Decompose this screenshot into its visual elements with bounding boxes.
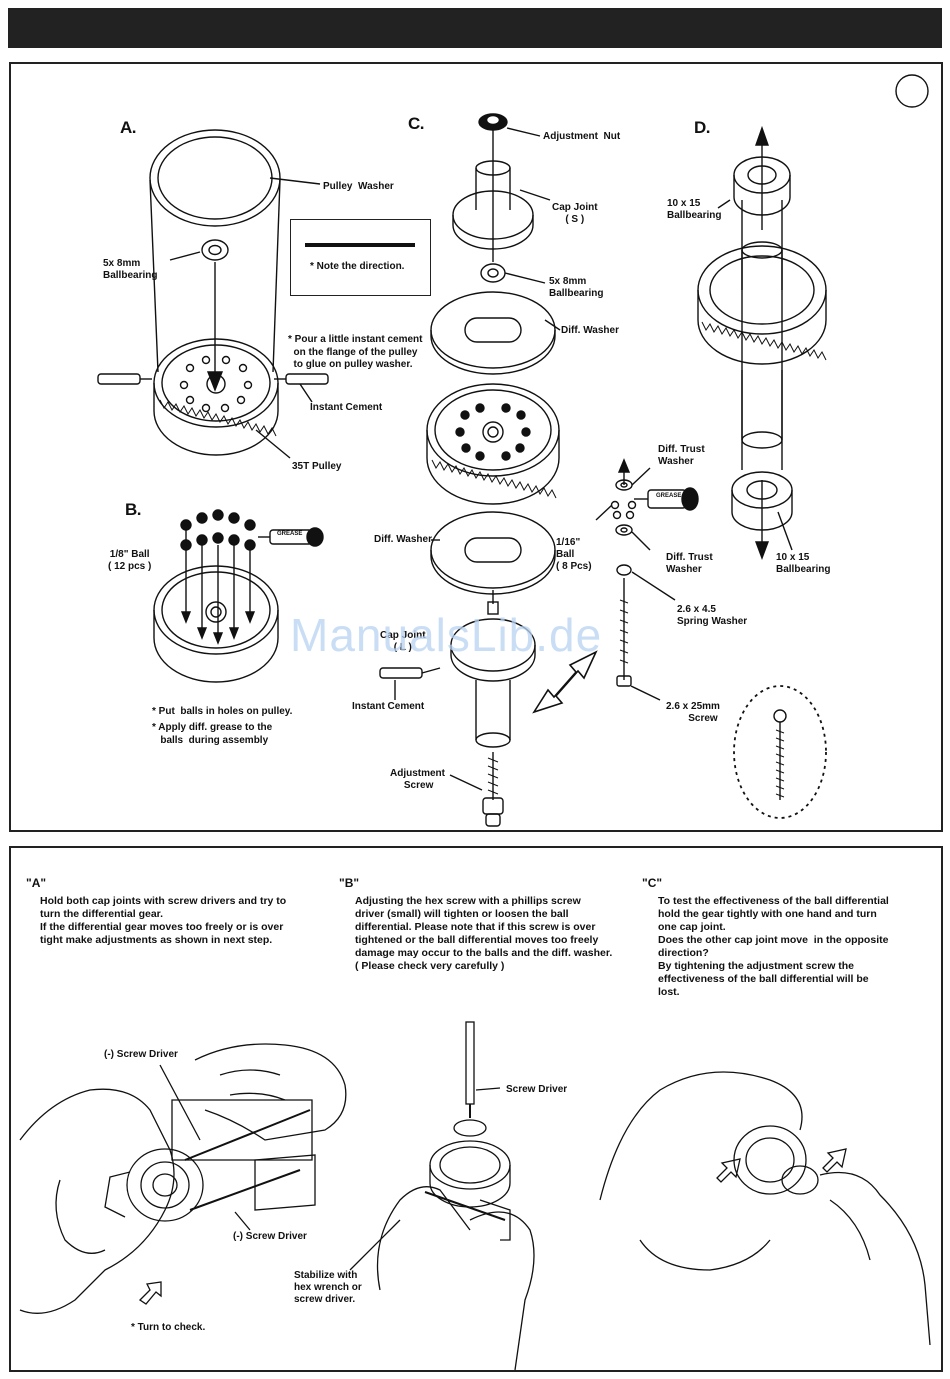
- hands-illustration-a: [19, 1043, 347, 1314]
- hands-illustration-c: [599, 1071, 931, 1346]
- cap-joint-s-label: Cap Joint ( S ): [552, 202, 598, 225]
- spring-washer-label: 2.6 x 4.5 Spring Washer: [677, 604, 748, 627]
- assembly-illustration: [97, 74, 929, 827]
- diff-washer-2-label: Diff. Washer: [374, 534, 432, 545]
- diff-assembly-d-drawing: [697, 125, 827, 560]
- col-c-head: "C": [642, 876, 663, 890]
- screw-driver-minus-label-2: (-) Screw Driver: [233, 1231, 307, 1242]
- pulley-35t-drawing: [153, 338, 291, 459]
- grease-b-label: GREASE: [277, 531, 303, 537]
- grease-tube-b: [258, 527, 324, 547]
- col-b-text: Adjusting the hex screw with a phillips …: [355, 895, 613, 972]
- page-number-circle: [895, 74, 929, 108]
- step-d-label: D.: [694, 118, 711, 137]
- cap-joint-l-drawing: [450, 590, 536, 748]
- grease-c-label: GREASE: [656, 493, 682, 499]
- cap-joint-s-drawing: [452, 130, 551, 262]
- trust-washer-2-label: Diff. Trust Washer: [666, 552, 713, 575]
- balls-drawing: [180, 509, 256, 645]
- balls-note-1: * Put balls in holes on pulley.: [152, 706, 293, 717]
- turn-to-check-label: * Turn to check.: [131, 1322, 206, 1333]
- bearing-top-label: 10 x 15 Ballbearing: [667, 198, 722, 221]
- instant-cement-a-label: Instant Cement: [310, 402, 383, 413]
- diff-gear-drawing: [426, 383, 560, 505]
- cement-tube-c: [379, 667, 441, 700]
- col-b-head: "B": [339, 876, 360, 890]
- cap-joint-l-label: Cap Joint ( L ): [380, 630, 426, 653]
- adjustment-nut-drawing: [478, 113, 541, 137]
- col-a-text: Hold both cap joints with screw drivers …: [40, 895, 287, 946]
- adjustment-screw-drawing: [449, 752, 504, 827]
- pulley-b-drawing: [153, 565, 279, 683]
- diff-washer-1-label: Diff. Washer: [561, 325, 619, 336]
- trust-washer-1-label: Diff. Trust Washer: [658, 444, 705, 467]
- header-bar: [8, 8, 942, 48]
- ballbearing-c-label: 5x 8mm Ballbearing: [549, 276, 604, 299]
- step-a-label: A.: [120, 118, 137, 137]
- screw-label: 2.6 x 25mm Screw: [666, 701, 720, 724]
- ballbearing-a-drawing: [201, 239, 229, 392]
- screw-driver-label: Screw Driver: [506, 1084, 568, 1095]
- note-direction: * Note the direction.: [310, 261, 405, 272]
- diff-washer-1-drawing: [430, 291, 561, 375]
- cement-note: * Pour a little instant cement on the fl…: [288, 334, 423, 370]
- pulley-washer-label: Pulley Washer: [323, 181, 394, 192]
- grease-tube-c: [634, 487, 699, 511]
- bearing-bottom-label: 10 x 15 Ballbearing: [776, 552, 831, 575]
- trust-washer-stack: [595, 458, 676, 701]
- col-a-head: "A": [26, 876, 47, 890]
- screwdriver-illustration-b: [349, 1021, 535, 1371]
- ballbearing-a-label: 5x 8mm Ballbearing: [103, 258, 158, 281]
- assembly-panel: [9, 62, 943, 832]
- stabilize-label: Stabilize with hex wrench or screw drive…: [294, 1270, 362, 1305]
- col-c-text: To test the effectiveness of the ball di…: [658, 895, 889, 998]
- ball-b-label: 1/8" Ball ( 12 pcs ): [108, 549, 152, 572]
- double-arrow: [532, 650, 598, 714]
- adjustment-nut-label: Adjustment Nut: [543, 131, 621, 142]
- direction-note-box: [290, 219, 431, 296]
- screw-detail-oval: [733, 685, 827, 819]
- ballbearing-c-drawing: [480, 263, 546, 284]
- adjustment-panel: [9, 846, 943, 1372]
- screw-driver-minus-label-1: (-) Screw Driver: [104, 1049, 178, 1060]
- ball-c-label: 1/16" Ball ( 8 Pcs): [556, 537, 592, 572]
- step-b-label: B.: [125, 500, 142, 519]
- step-c-label: C.: [408, 114, 425, 133]
- pulley-washer-leader: [269, 177, 321, 185]
- cement-tubes-a: [97, 373, 329, 403]
- adjustment-screw-label: Adjustment Screw: [390, 768, 445, 791]
- pulley-35t-label: 35T Pulley: [292, 461, 342, 472]
- instant-cement-c-label: Instant Cement: [352, 701, 425, 712]
- balls-note-2: * Apply diff. grease to the balls during…: [152, 722, 273, 746]
- watermark: ManualsLib.de: [290, 609, 603, 661]
